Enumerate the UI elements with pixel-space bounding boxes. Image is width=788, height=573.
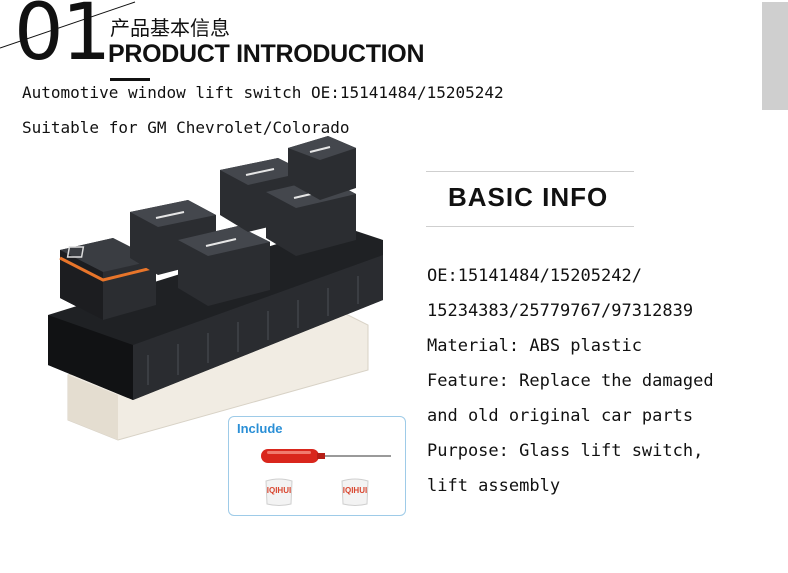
spec-line: Material: ABS plastic (427, 336, 642, 356)
include-label: Include (237, 421, 283, 436)
section-number: 01 (14, 0, 111, 78)
spec-line: OE:15141484/15205242/ (427, 266, 642, 286)
basic-info-title: BASIC INFO (448, 182, 609, 212)
screwdriver-icon (261, 449, 391, 463)
title-underline (110, 78, 150, 81)
spec-line: lift assembly (427, 476, 561, 496)
fuse-pack: IQIHUI (263, 477, 295, 507)
intro-line-2: Suitable for GM Chevrolet/Colorado (22, 118, 350, 137)
spec-line: and old original car parts (427, 406, 694, 426)
window-switch-product-image (48, 136, 383, 441)
pack-brand: IQIHUI (266, 486, 292, 495)
scrollbar-thumb[interactable] (762, 2, 788, 110)
fuse-pack: IQIHUI (339, 477, 371, 507)
spec-line: Purpose: Glass lift switch, (427, 441, 704, 461)
section-title: PRODUCT INTRODUCTION (108, 40, 425, 68)
pack-brand: IQIHUI (342, 486, 368, 495)
spec-line: Feature: Replace the damaged (427, 371, 714, 391)
spec-line: 15234383/25779767/97312839 (427, 301, 694, 321)
diagonal-decor-line (0, 1, 136, 49)
include-box: Include IQIHUI IQIHUI (228, 416, 406, 516)
info-top-divider (426, 171, 634, 172)
intro-line-1: Automotive window lift switch OE:1514148… (22, 83, 504, 102)
info-bottom-divider (426, 226, 634, 227)
section-subtitle-cn: 产品基本信息 (110, 16, 230, 40)
